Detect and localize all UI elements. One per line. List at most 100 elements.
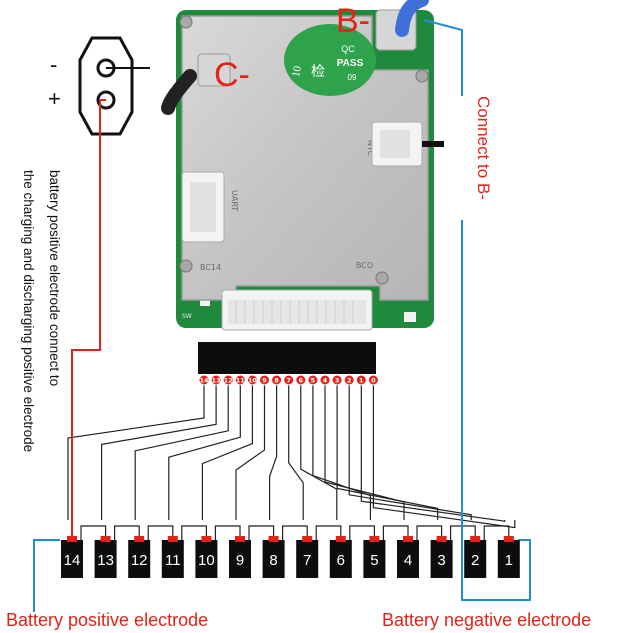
connector-pin-13 [210, 374, 222, 386]
cell-positive-cap [100, 536, 111, 542]
balance-wire-3 [336, 385, 439, 520]
cell-positive-cap [268, 536, 279, 542]
connector-pin-11 [234, 374, 246, 386]
cell-body [229, 540, 251, 578]
balance-wire-2 [348, 385, 472, 520]
bco-mark: BCO [356, 261, 373, 270]
cell-number: 5 [370, 552, 378, 569]
cell-number: 14 [64, 552, 81, 569]
connect-to-b-label: Connect to B- [474, 96, 493, 200]
cell-link [382, 525, 409, 546]
cell-positive-cap [470, 536, 481, 542]
connector-pin-5 [307, 374, 319, 386]
connector-pin-14 [198, 374, 210, 386]
cell-link [147, 525, 174, 546]
cell-positive-cap [335, 536, 346, 542]
battery-cell-9: 9 [229, 536, 251, 578]
connector-pin-10 [246, 374, 258, 386]
balance-wire-4 [324, 385, 405, 520]
minus-sign: - [50, 52, 57, 77]
sw-mark: SW [182, 313, 192, 320]
cell-body [464, 540, 487, 578]
connector-pin-label: 3 [335, 377, 340, 385]
cell-body [161, 540, 184, 578]
connector-pin-7 [283, 374, 295, 386]
qc-pass-sticker: QC PASS 09 10 检 [284, 24, 376, 96]
cell-number: 10 [198, 552, 215, 569]
battery-cell-1: 1 [497, 536, 520, 578]
connector-pin-label: 12 [224, 377, 233, 385]
cell-number: 3 [437, 552, 445, 569]
cell-number: 1 [505, 552, 513, 569]
connector-pin-label: 10 [248, 377, 258, 385]
connector-pin-label: 5 [311, 377, 316, 385]
connector-pin-label: 14 [199, 377, 209, 385]
connector-pin-12 [222, 374, 234, 386]
sticker-pass: PASS [337, 58, 364, 69]
battery-cell-12: 12 [128, 536, 151, 578]
connector-pin-4 [319, 374, 331, 386]
cell-link [315, 525, 342, 546]
balance-wire-10 [201, 385, 253, 520]
cell-positive-cap [369, 536, 380, 542]
b-minus-wire [423, 19, 531, 601]
b-minus-label: B- [336, 2, 370, 40]
battery-cell-13: 13 [94, 536, 117, 578]
battery-cell-4: 4 [397, 536, 419, 578]
screw-icon [179, 15, 193, 29]
balance-wire-6 [300, 385, 338, 520]
b-minus-cable [395, 0, 429, 37]
cell-link [483, 525, 510, 546]
positive-note-line1: battery positive electrode connect to [47, 170, 62, 386]
sticker-center-text: 检 [311, 64, 325, 80]
cell-body [128, 540, 151, 578]
cell-body [497, 540, 520, 578]
cell-number: 6 [337, 552, 345, 569]
sticker-qc: QC [341, 44, 355, 54]
screw-icon [179, 259, 193, 273]
connector-pin-label: 0 [371, 377, 376, 385]
sticker-number: 09 [348, 73, 357, 82]
ntc-mark: NTC [366, 140, 375, 156]
connector-pin-8 [271, 374, 283, 386]
port-housing [78, 36, 134, 136]
connector-pin-label: 7 [286, 377, 291, 385]
battery-cell-3: 3 [430, 536, 453, 578]
battery-cell-11: 11 [161, 536, 184, 578]
cell-body [195, 540, 218, 578]
balance-wire-12 [134, 385, 229, 520]
cell-link [416, 525, 443, 546]
positive-wire [71, 99, 106, 540]
cell-positive-cap [201, 536, 212, 542]
balance-wires [67, 385, 516, 546]
positive-note-line2: the charging and discharging positive el… [21, 170, 36, 452]
cell-body [94, 540, 117, 578]
battery-cell-7: 7 [296, 536, 319, 578]
connector-pin-label: 2 [347, 377, 352, 385]
connector-pin-label: 4 [323, 377, 328, 385]
cell-link [214, 525, 241, 546]
cell-body [329, 540, 352, 578]
balance-wire-8 [269, 385, 278, 520]
cell-number: 13 [97, 552, 114, 569]
cell-positive-cap [503, 536, 514, 542]
cell-body [296, 540, 319, 578]
balance-wire-1 [360, 385, 506, 522]
cell-positive-cap [235, 536, 245, 542]
connector-pin-3 [331, 374, 343, 386]
battery-cell-14: 14 [61, 536, 83, 578]
cell-positive-cap [436, 536, 447, 542]
battery-cell-10: 10 [195, 536, 218, 578]
battery-cell-6: 6 [329, 536, 352, 578]
model-mark: BC14 [200, 263, 221, 272]
balance-wire-7 [288, 385, 304, 520]
balance-wire-14 [67, 385, 205, 520]
cell-body [397, 540, 419, 578]
cell-link [114, 525, 140, 546]
cell-body [61, 540, 83, 578]
c-minus-label: C- [214, 56, 250, 94]
balance-wire-0 [372, 385, 516, 529]
